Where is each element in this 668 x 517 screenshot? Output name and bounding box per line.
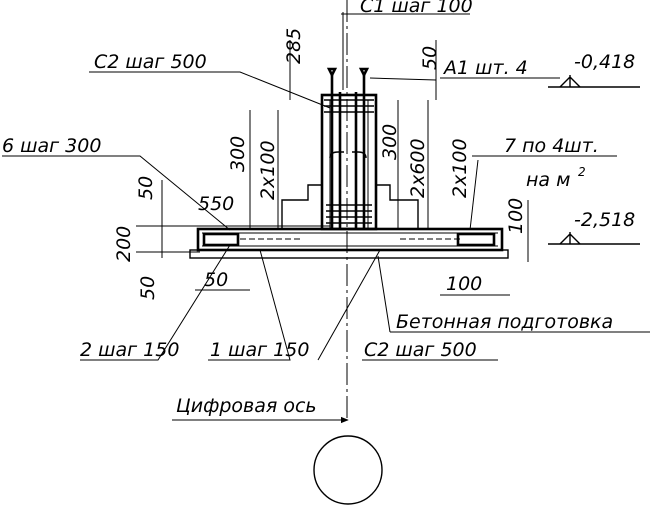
label-c2-step-500-bottom: С2 шаг 500	[364, 339, 477, 361]
label-level-bottom: -2,518	[574, 209, 635, 231]
label-dim-2x100-right: 2х100	[449, 138, 471, 198]
column-stub	[281, 67, 419, 231]
label-bar6-step-300: 6 шаг 300	[2, 135, 101, 157]
label-c1-step-100: С1 шаг 100	[360, 0, 473, 17]
label-concrete-base: Бетонная подготовка	[396, 311, 613, 333]
label-dim-200: 200	[113, 226, 135, 262]
label-dim-300-left: 300	[227, 136, 249, 172]
label-dim-550: 550	[198, 193, 234, 215]
label-dim-100-bottom: 100	[446, 273, 482, 295]
label-bar2-step-150: 2 шаг 150	[80, 339, 179, 361]
leader-lines	[2, 12, 650, 424]
label-a1-pcs-4: А1 шт. 4	[442, 57, 528, 79]
label-dim-2x600: 2х600	[407, 138, 429, 198]
label-dim-50-top: 50	[419, 46, 441, 70]
label-dim-100-right: 100	[505, 198, 527, 234]
label-dim-50-left-lower: 50	[137, 276, 159, 300]
label-dim-300-right: 300	[379, 124, 401, 160]
label-c2-step-500-top: С2 шаг 500	[94, 51, 207, 73]
label-bar1-step-150: 1 шаг 150	[210, 339, 309, 361]
footing-slab	[196, 227, 504, 252]
label-dim-50-left-upper: 50	[135, 176, 157, 200]
label-per-m2-superscript: 2	[578, 165, 586, 179]
label-per-m2: на м	[526, 169, 570, 191]
label-bar7-per-4: 7 по 4шт.	[504, 135, 599, 157]
axis-marker-circle	[313, 435, 383, 505]
drawing-labels: С1 шаг 100 285 С2 шаг 500 50 А1 шт. 4 -0…	[2, 0, 635, 417]
label-dim-2x100-left: 2х100	[257, 140, 279, 200]
label-digital-axis: Цифровая ось	[176, 395, 317, 417]
label-level-top: -0,418	[574, 51, 635, 73]
label-dim-50-bottom: 50	[204, 269, 228, 291]
label-dim-285: 285	[283, 28, 305, 64]
